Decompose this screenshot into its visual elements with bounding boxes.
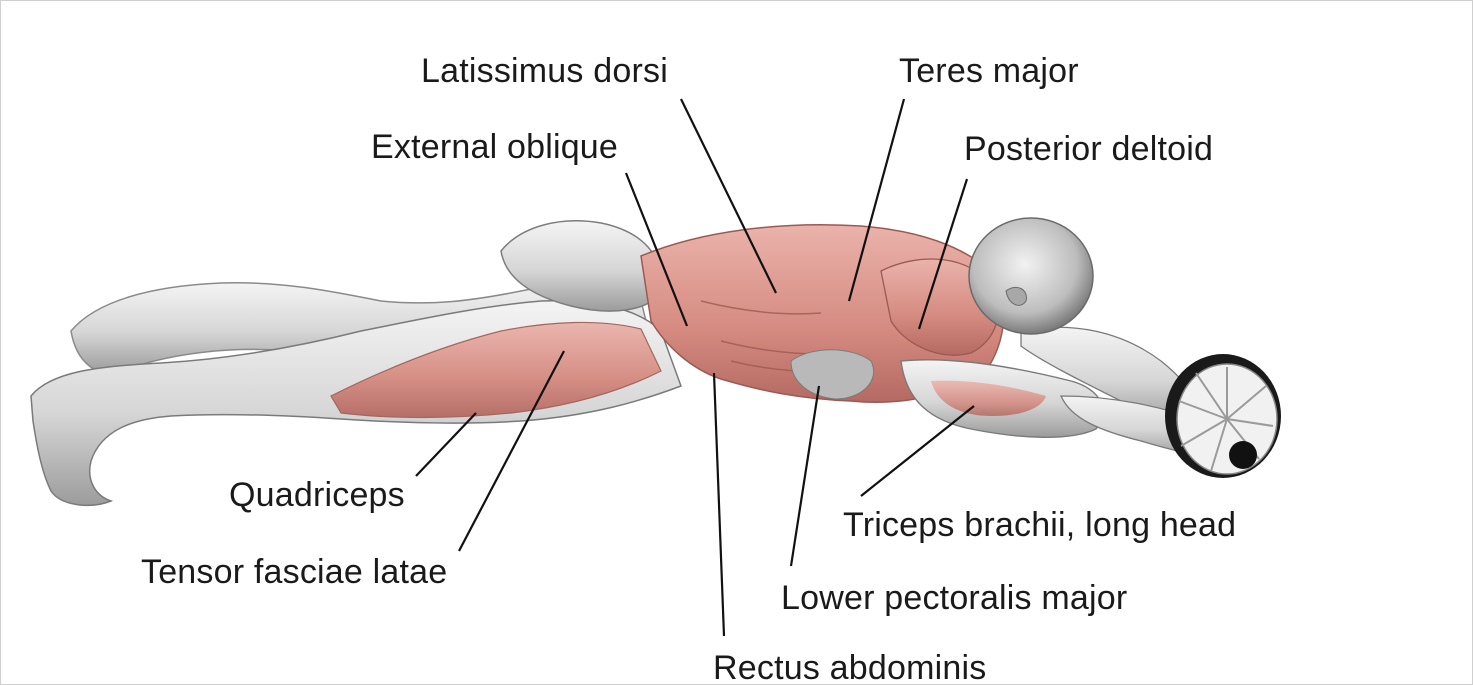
leader-tensor-fasciae-latae [458,350,565,552]
leader-triceps-long-head [860,405,975,497]
leader-posterior-deltoid [917,178,969,330]
head-shape [968,217,1094,335]
label-latissimus-dorsi: Latissimus dorsi [421,52,668,90]
ab-wheel [1165,354,1281,478]
triceps-muscle [931,380,1046,417]
label-triceps-long-head: Triceps brachii, long head [843,506,1237,544]
lower-chest-shape [790,349,874,400]
ear-shape [1005,286,1027,306]
quadriceps-muscle [330,321,662,419]
label-posterior-deltoid: Posterior deltoid [964,130,1214,168]
label-tensor-fasciae-latae: Tensor fasciae latae [141,553,448,591]
label-teres-major: Teres major [899,52,1079,90]
label-rectus-abdominis: Rectus abdominis [713,649,987,685]
leader-teres-major [847,98,906,302]
leader-rectus-abdominis [712,372,726,637]
leader-lower-pectoralis-major [789,385,821,567]
label-lower-pectoralis-major: Lower pectoralis major [781,579,1128,617]
leader-external-oblique [624,172,689,327]
leader-lines [415,98,975,637]
label-external-oblique: External oblique [371,128,619,166]
label-quadriceps: Quadriceps [229,476,405,514]
leader-quadriceps [415,412,477,477]
leader-latissimus-dorsi [680,98,777,294]
